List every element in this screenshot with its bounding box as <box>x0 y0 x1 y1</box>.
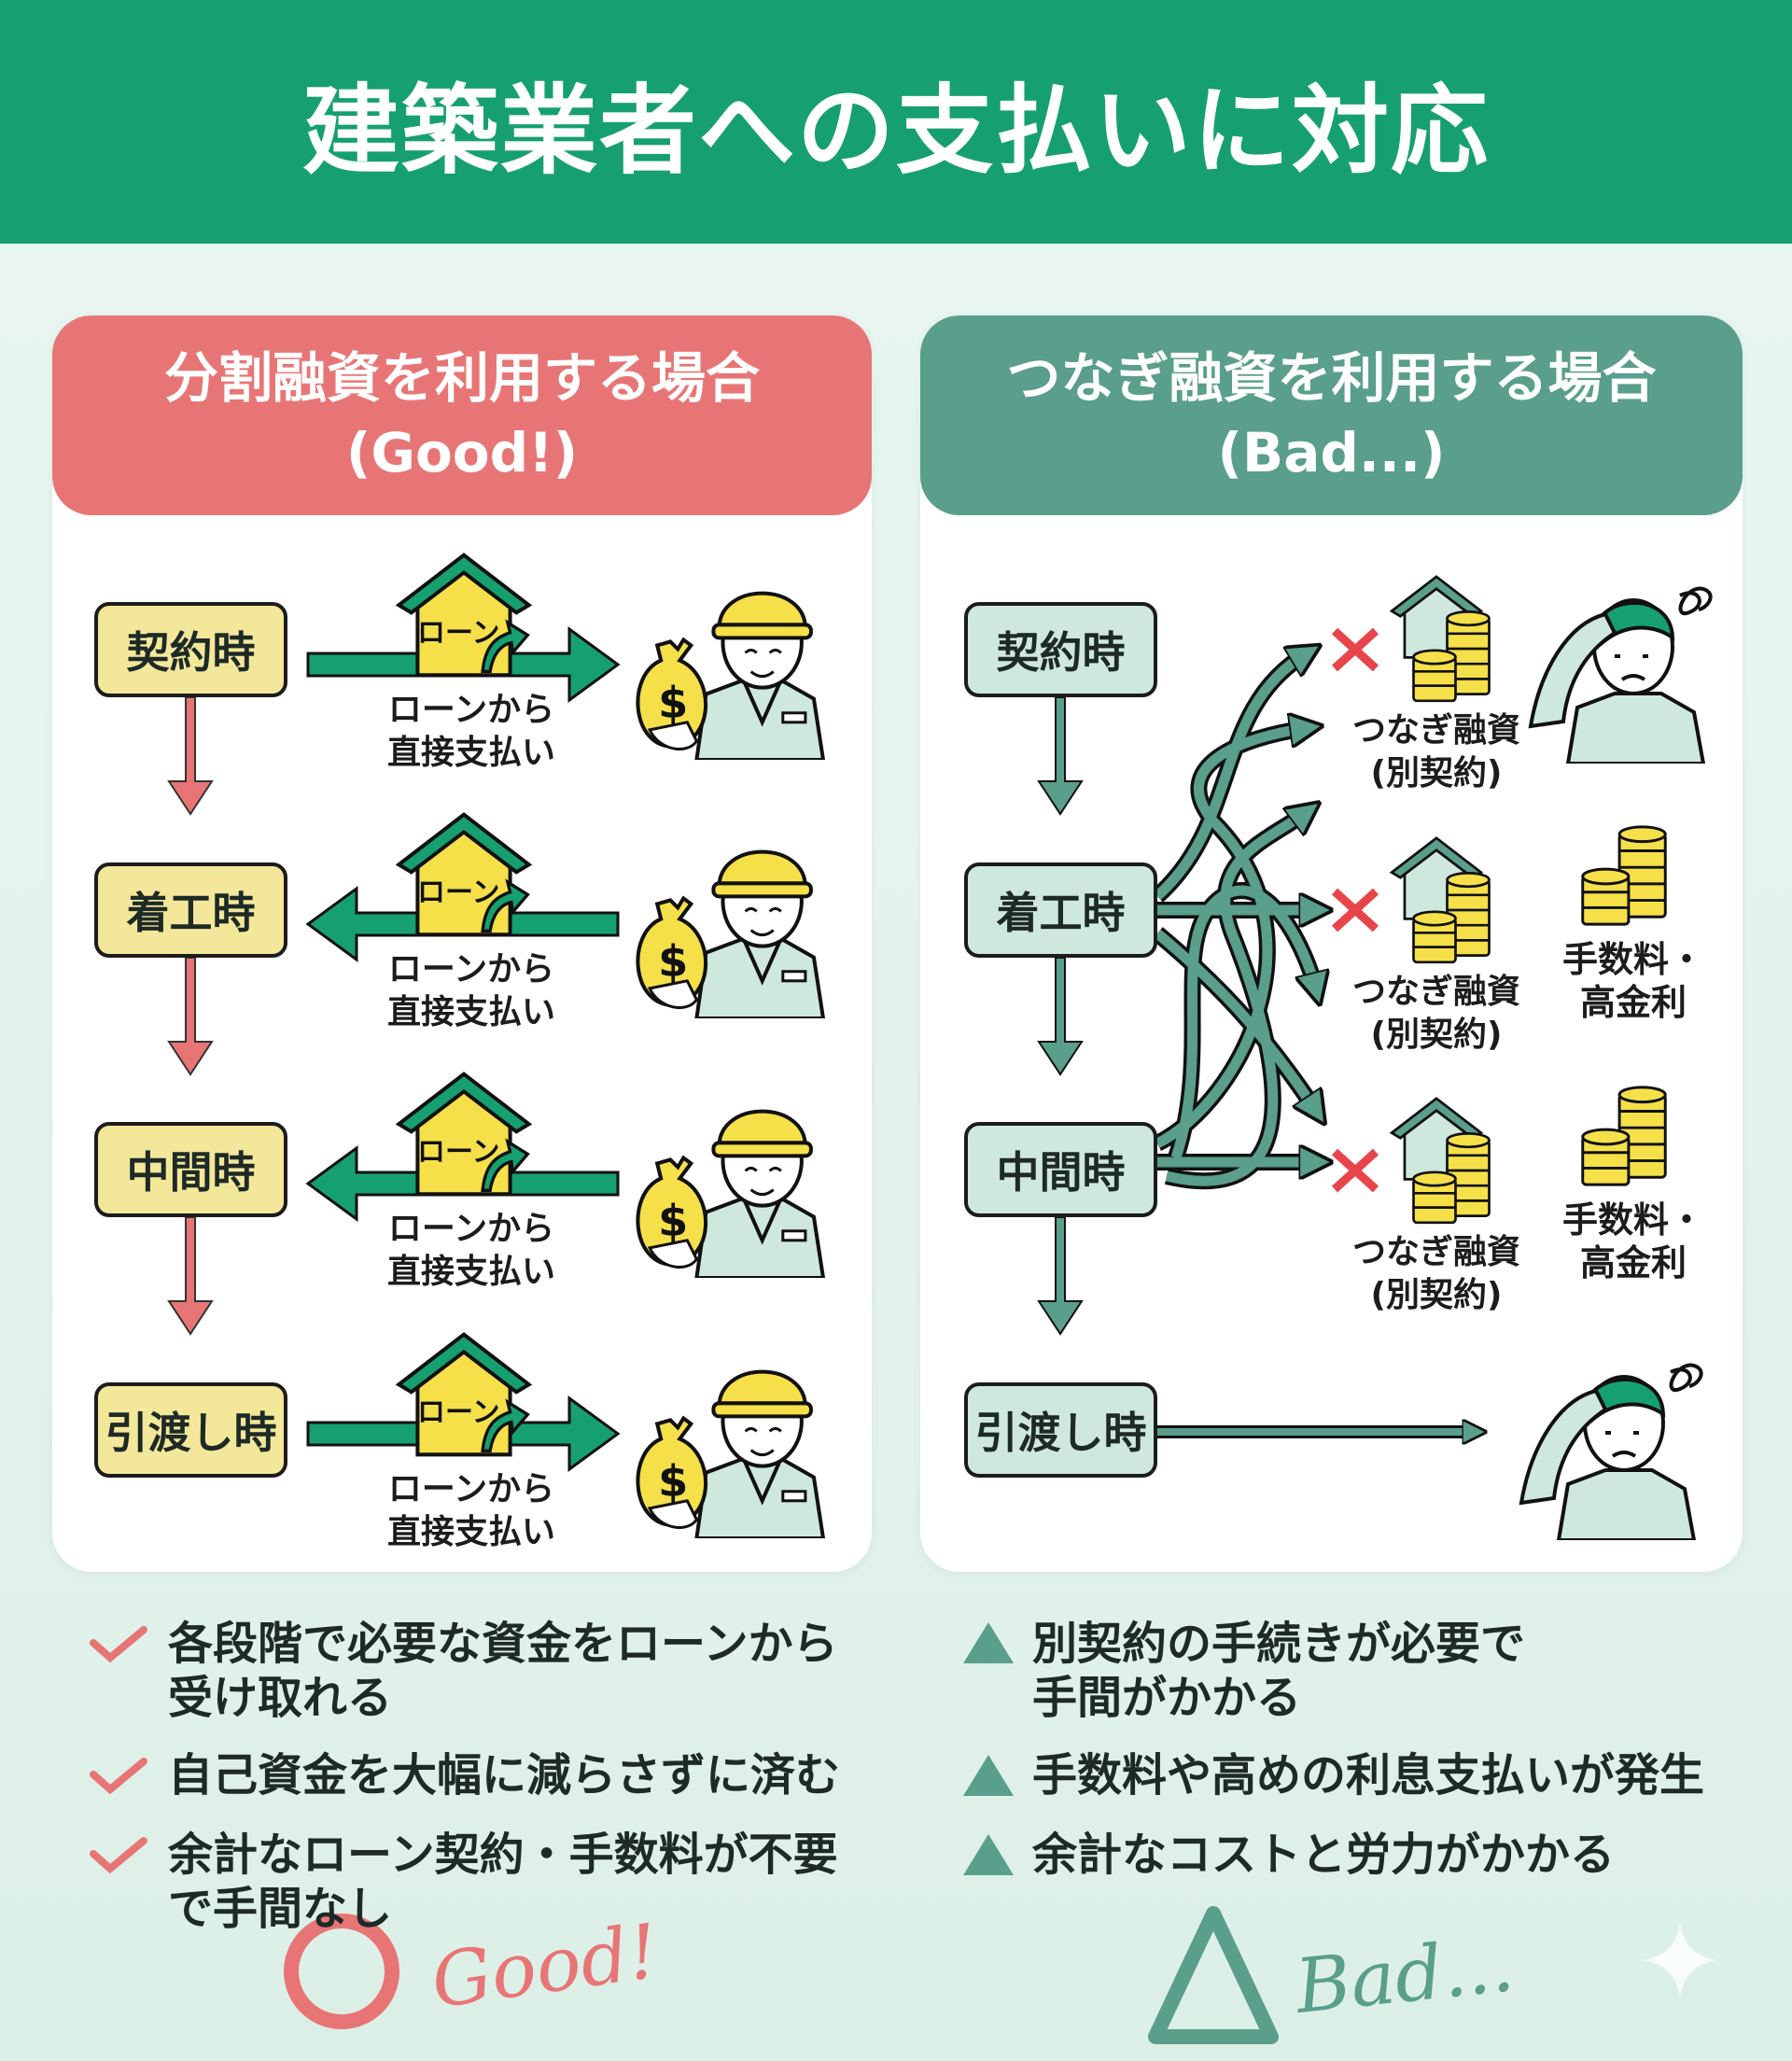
good-point: 余計なローン契約・手数料が不要で手間なし <box>168 1829 838 1935</box>
coins-icon <box>1581 825 1667 926</box>
builder-with-money-icon <box>637 1372 823 1538</box>
good-point: 自己資金を大幅に減らさずに済む <box>168 1749 841 1802</box>
bad-point: 手数料や高めの利息支払いが発生 <box>1032 1749 1705 1802</box>
bridge-loan-caption: つなぎ融資(別契約) <box>1351 973 1520 1054</box>
bad-panel-heading: つなぎ融資を利用する場合 (Bad...) <box>920 315 1743 515</box>
triangle-icons <box>963 1622 1014 1875</box>
house-label: ローン <box>417 876 500 909</box>
x-icon <box>1331 627 1379 672</box>
page-title: 建築業者への支払いに対応 <box>301 74 1490 188</box>
builder-with-money-icon <box>637 852 823 1018</box>
good-point: 各段階で必要な資金をローンから受け取れる <box>168 1618 838 1724</box>
good-stage-midpoint: 中間時 <box>94 1122 287 1217</box>
down-arrow <box>167 696 214 816</box>
bad-point: 余計なコストと労力がかかる <box>1032 1829 1616 1881</box>
bad-stage-construction-start: 着工時 <box>964 862 1157 958</box>
check-icons <box>90 1626 147 1874</box>
house-label: ローン <box>417 1136 500 1169</box>
x-icon <box>1331 888 1379 932</box>
house-icon <box>399 1335 528 1455</box>
triangle-icon <box>963 1755 1014 1796</box>
bad-stage-handover: 引渡し時 <box>964 1382 1157 1478</box>
check-icon <box>90 1758 147 1795</box>
down-arrow <box>1037 696 1084 816</box>
sparkle-icon <box>1643 1923 1717 1998</box>
good-panel-heading: 分割融資を利用する場合 (Good!) <box>52 315 872 515</box>
bad-stage-midpoint: 中間時 <box>964 1122 1157 1217</box>
fee-caption: 手数料・高金利 <box>1561 939 1704 1023</box>
title-banner: 建築業者への支払いに対応 <box>0 0 1792 244</box>
payment-caption: ローンから直接支払い <box>386 950 555 1031</box>
builder-with-money-icon <box>637 1112 823 1278</box>
coins-icon <box>1581 1086 1667 1186</box>
down-arrow <box>167 1216 214 1336</box>
good-flow-arrows <box>167 696 214 1336</box>
payment-caption: ローンから直接支払い <box>386 1210 555 1291</box>
down-arrow <box>1037 957 1084 1076</box>
worried-person-icon <box>1519 1363 1703 1540</box>
good-stage-contract: 契約時 <box>94 602 287 697</box>
house-icon <box>399 1074 528 1195</box>
check-icon <box>90 1626 147 1663</box>
house-icon <box>399 555 528 676</box>
house-label: ローン <box>417 1396 500 1429</box>
house-icon <box>399 815 528 935</box>
bad-heading-tag: (Bad...) <box>1217 421 1446 484</box>
triangle-icon <box>963 1834 1014 1875</box>
down-arrow <box>1037 1216 1084 1336</box>
tangled-loan-arrows <box>1151 653 1475 1432</box>
triangle-mark-icon <box>1148 1906 1279 2044</box>
payment-caption: ローンから直接支払い <box>386 1470 555 1551</box>
bridge-loan-caption: つなぎ融資(別契約) <box>1351 1233 1520 1314</box>
bad-stage-contract: 契約時 <box>964 602 1157 697</box>
good-stage-handover: 引渡し時 <box>94 1382 287 1478</box>
bad-heading-text: つなぎ融資を利用する場合 <box>1006 346 1657 410</box>
worried-person-icon <box>1529 586 1713 764</box>
house-label: ローン <box>417 617 500 650</box>
payment-caption: ローンから直接支払い <box>386 691 555 772</box>
fee-caption: 手数料・高金利 <box>1561 1199 1704 1283</box>
builders <box>637 594 823 1538</box>
builder-with-money-icon <box>637 594 823 760</box>
down-arrow <box>167 957 214 1076</box>
check-icon <box>90 1837 147 1874</box>
good-heading-tag: (Good!) <box>345 421 579 484</box>
good-heading-text: 分割融資を利用する場合 <box>163 346 760 410</box>
good-stage-construction-start: 着工時 <box>94 862 287 958</box>
rejected-marks <box>1331 627 1379 1193</box>
bad-point: 別契約の手続きが必要で手間がかかる <box>1032 1618 1526 1724</box>
circle-mark-icon <box>284 1914 399 2029</box>
triangle-icon <box>963 1622 1014 1663</box>
bad-flow-arrows <box>1037 696 1084 1336</box>
x-icon <box>1331 1148 1379 1193</box>
bridge-loan-caption: つなぎ融資(別契約) <box>1351 711 1520 792</box>
